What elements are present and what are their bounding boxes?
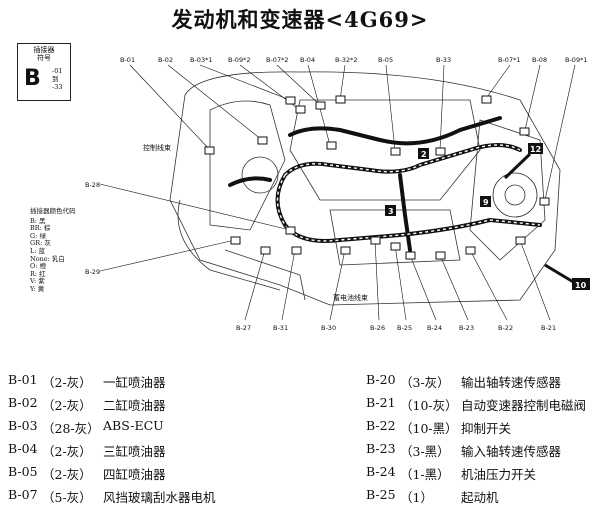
label-b07-1: B-07*1 bbox=[498, 56, 520, 64]
color-legend-item: BR: 棕 bbox=[30, 224, 51, 233]
box-number-10: 10 bbox=[575, 281, 587, 290]
component-code: B-01 bbox=[8, 372, 38, 387]
component-code: B-20 bbox=[366, 372, 396, 387]
label-b01: B-01 bbox=[120, 56, 135, 64]
color-legend-item: None: 乳白 bbox=[30, 254, 65, 263]
control-harness-label: 控制线束 bbox=[143, 143, 171, 152]
connector-symbol-title-line1: 插接器 bbox=[33, 46, 55, 54]
box-number-9: 9 bbox=[483, 198, 489, 207]
component-spec: （3-黑） bbox=[400, 444, 450, 459]
component-name: 输入轴转速传感器 bbox=[461, 444, 562, 459]
component-name: 风挡玻璃刮水器电机 bbox=[103, 490, 216, 505]
component-name: 机油压力开关 bbox=[461, 467, 537, 482]
component-code: B-07 bbox=[8, 487, 38, 502]
color-legend-item: O: 橙 bbox=[30, 262, 47, 271]
label-b09-1: B-09*1 bbox=[565, 56, 587, 64]
label-b23: B-23 bbox=[459, 324, 474, 332]
component-spec: （2-灰） bbox=[42, 375, 92, 390]
label-b08: B-08 bbox=[532, 56, 547, 64]
component-spec: （10-黑） bbox=[400, 421, 458, 436]
connector-range: -01 到 -33 bbox=[52, 67, 62, 91]
connector-symbol-legend: 插接器 符号 B -01 到 -33 bbox=[17, 43, 71, 101]
label-b21: B-21 bbox=[541, 324, 556, 332]
connector-range-start: -01 bbox=[52, 67, 63, 75]
connector-letter: B bbox=[24, 66, 41, 91]
label-b31: B-31 bbox=[273, 324, 288, 332]
connector-symbol-title-line2: 符号 bbox=[37, 54, 51, 62]
engine-harness-diagram: 2 3 9 12 10 控制线束 蓄电池线束 B-01 B-02 B-03*1 … bbox=[85, 56, 590, 332]
component-code: B-21 bbox=[366, 395, 396, 410]
label-b32: B-32*2 bbox=[335, 56, 357, 64]
color-legend-item: Y: 黄 bbox=[30, 284, 45, 293]
label-b22: B-22 bbox=[498, 324, 513, 332]
component-name: 输出轴转速传感器 bbox=[461, 375, 562, 390]
component-name: 抑制开关 bbox=[461, 421, 512, 436]
component-code: B-05 bbox=[8, 464, 38, 479]
connector-symbol-title: 插接器 符号 bbox=[18, 46, 70, 62]
color-legend-item: R: 红 bbox=[30, 269, 46, 278]
component-name: ABS-ECU bbox=[103, 418, 164, 433]
color-legend-item: G: 绿 bbox=[30, 231, 46, 240]
label-b29: B-29 bbox=[85, 268, 100, 276]
component-name: 起动机 bbox=[461, 490, 499, 505]
component-spec: （3-灰） bbox=[400, 375, 450, 390]
connector-range-end: -33 bbox=[52, 83, 63, 91]
label-b24: B-24 bbox=[427, 324, 442, 332]
label-b05: B-05 bbox=[378, 56, 393, 64]
connector-range-mid: 到 bbox=[52, 75, 59, 83]
component-spec: （28-灰） bbox=[42, 421, 100, 436]
component-code: B-23 bbox=[366, 441, 396, 456]
box-number-12: 12 bbox=[530, 145, 541, 154]
label-b28: B-28 bbox=[85, 181, 100, 189]
component-spec: （10-灰） bbox=[400, 398, 458, 413]
page-title: 发动机和变速器<4G69> bbox=[171, 7, 429, 32]
component-code: B-04 bbox=[8, 441, 38, 456]
component-name: 三缸喷油器 bbox=[103, 444, 166, 459]
box-number-3: 3 bbox=[388, 207, 394, 216]
component-spec: （5-灰） bbox=[42, 490, 92, 505]
label-b30: B-30 bbox=[321, 324, 336, 332]
component-code: B-25 bbox=[366, 487, 396, 502]
component-code: B-02 bbox=[8, 395, 38, 410]
label-b02: B-02 bbox=[158, 56, 173, 64]
label-b27: B-27 bbox=[236, 324, 251, 332]
battery-harness-label: 蓄电池线束 bbox=[333, 293, 368, 302]
component-spec: （2-灰） bbox=[42, 467, 92, 482]
component-spec: （2-灰） bbox=[42, 444, 92, 459]
color-legend-item: GR: 灰 bbox=[30, 239, 51, 248]
connector-color-legend: 插接器颜色代码 B: 黑 BR: 棕 G: 绿 GR: 灰 L: 蓝 None:… bbox=[30, 207, 76, 294]
color-legend-item: B: 黑 bbox=[30, 216, 46, 225]
component-name: 二缸喷油器 bbox=[103, 398, 166, 413]
component-spec: （1-黑） bbox=[400, 467, 450, 482]
component-code: B-22 bbox=[366, 418, 396, 433]
label-b04: B-04 bbox=[300, 56, 315, 64]
component-name: 一缸喷油器 bbox=[103, 375, 166, 390]
label-b03: B-03*1 bbox=[190, 56, 212, 64]
label-b33: B-33 bbox=[436, 56, 451, 64]
color-legend-item: L: 蓝 bbox=[30, 246, 46, 255]
component-spec: （2-灰） bbox=[42, 398, 92, 413]
box-number-2: 2 bbox=[421, 150, 427, 159]
label-b09-2: B-09*2 bbox=[228, 56, 250, 64]
component-name: 自动变速器控制电磁阀 bbox=[461, 398, 587, 413]
label-b26: B-26 bbox=[370, 324, 385, 332]
color-legend-item: V: 紫 bbox=[30, 277, 45, 286]
color-legend-title: 插接器颜色代码 bbox=[30, 207, 76, 215]
engine-outline bbox=[169, 71, 561, 306]
component-code: B-03 bbox=[8, 418, 38, 433]
component-spec: （1） bbox=[400, 490, 433, 505]
label-b25: B-25 bbox=[397, 324, 412, 332]
component-code: B-24 bbox=[366, 464, 396, 479]
engine-block bbox=[289, 99, 481, 201]
component-name: 四缸喷油器 bbox=[103, 467, 166, 482]
label-b07-2: B-07*2 bbox=[266, 56, 288, 64]
